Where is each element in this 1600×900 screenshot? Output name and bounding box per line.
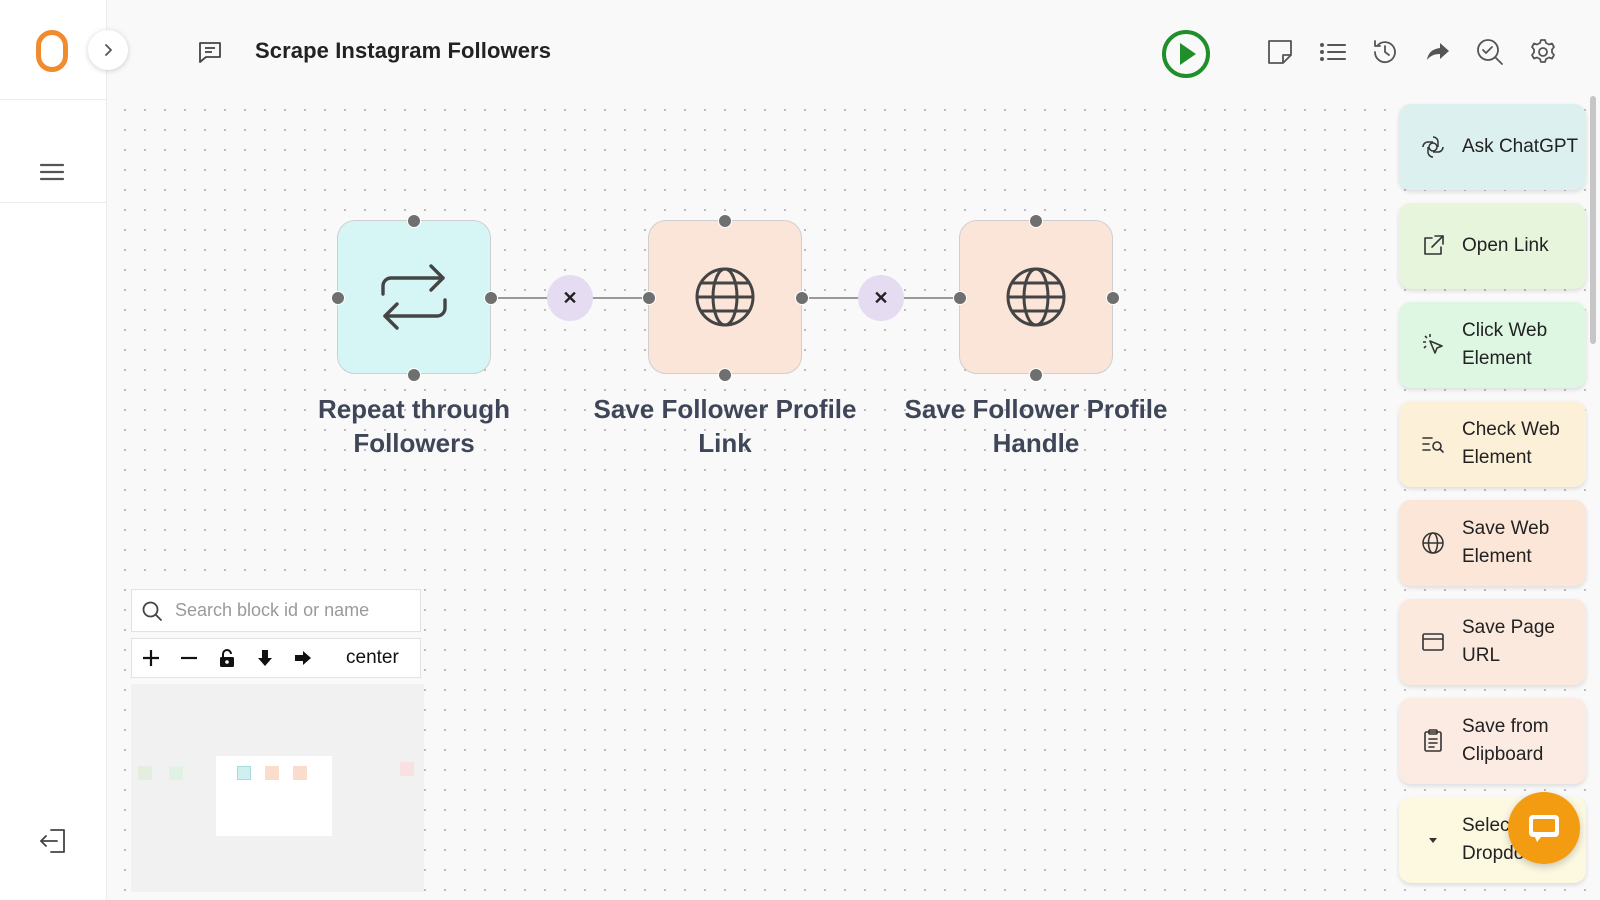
palette-save-web-element[interactable]: Save Web Element xyxy=(1399,500,1586,586)
zoom-out-button[interactable] xyxy=(170,639,208,677)
remove-edge-button[interactable]: ✕ xyxy=(547,275,593,321)
palette-check-web-element[interactable]: Check Web Element xyxy=(1399,401,1586,487)
node-handle[interactable] xyxy=(642,291,656,305)
window-icon xyxy=(1422,633,1444,651)
list-icon[interactable] xyxy=(1318,37,1348,67)
lock-icon xyxy=(220,649,234,667)
arrow-down-icon xyxy=(258,650,272,666)
palette-save-page-url[interactable]: Save Page URL xyxy=(1399,599,1586,685)
left-sidebar xyxy=(0,0,107,900)
flow-node-save-profile-handle[interactable] xyxy=(959,220,1113,374)
repeat-icon xyxy=(381,264,447,330)
chevron-right-icon xyxy=(105,44,112,56)
clipboard-icon xyxy=(1424,729,1442,752)
top-bar xyxy=(107,0,1600,100)
center-button[interactable]: center xyxy=(346,647,399,668)
comment-icon[interactable] xyxy=(196,38,224,66)
remove-edge-button[interactable]: ✕ xyxy=(858,275,904,321)
plus-icon xyxy=(143,650,159,666)
chat-icon xyxy=(1529,815,1559,842)
node-handle[interactable] xyxy=(718,368,732,382)
arrow-right-icon xyxy=(295,651,311,665)
openai-icon xyxy=(1422,136,1444,158)
search-input[interactable] xyxy=(175,600,415,621)
palette-label: Check Web Element xyxy=(1462,419,1560,468)
minimap-block xyxy=(169,766,183,780)
node-handle[interactable] xyxy=(407,214,421,228)
minimap[interactable] xyxy=(131,684,424,892)
arrange-down-button[interactable] xyxy=(246,639,284,677)
node-handle[interactable] xyxy=(1029,368,1043,382)
flow-node-repeat[interactable] xyxy=(337,220,491,374)
palette-label: Save Page URL xyxy=(1462,617,1555,666)
flow-title[interactable]: Scrape Instagram Followers xyxy=(255,38,552,63)
logout-icon[interactable] xyxy=(38,826,68,856)
palette-label: Click Web Element xyxy=(1462,320,1548,369)
zoom-in-button[interactable] xyxy=(132,639,170,677)
lock-canvas-button[interactable] xyxy=(208,639,246,677)
minus-icon xyxy=(181,656,197,660)
play-icon xyxy=(1162,30,1210,78)
sidebar-divider xyxy=(0,202,106,203)
check-search-icon[interactable] xyxy=(1475,37,1505,67)
node-handle[interactable] xyxy=(953,291,967,305)
globe-icon xyxy=(695,267,755,327)
node-handle[interactable] xyxy=(1106,291,1120,305)
palette-label: Save Web Element xyxy=(1462,518,1550,567)
palette-ask-chatgpt[interactable]: Ask ChatGPT xyxy=(1399,104,1586,190)
palette-label: Save from Clipboard xyxy=(1462,716,1549,765)
share-icon[interactable] xyxy=(1423,37,1453,67)
palette-open-link[interactable]: Open Link xyxy=(1399,203,1586,289)
palette-click-web-element[interactable]: Click Web Element xyxy=(1399,302,1586,388)
minimap-block xyxy=(237,766,251,780)
node-handle[interactable] xyxy=(331,291,345,305)
node-label[interactable]: Save Follower Profile Link xyxy=(593,394,857,458)
node-label[interactable]: Repeat through Followers xyxy=(317,394,511,458)
cursor-click-icon xyxy=(1423,334,1443,354)
minimap-block xyxy=(400,762,414,776)
external-link-icon xyxy=(1424,235,1444,255)
node-handle[interactable] xyxy=(718,214,732,228)
sidebar-divider xyxy=(0,99,106,100)
close-icon: ✕ xyxy=(562,287,578,308)
node-handle[interactable] xyxy=(795,291,809,305)
close-icon: ✕ xyxy=(873,287,889,308)
flow-node-save-profile-link[interactable] xyxy=(648,220,802,374)
app-logo[interactable] xyxy=(36,30,68,72)
caret-down-icon xyxy=(1429,838,1437,843)
node-handle[interactable] xyxy=(1029,214,1043,228)
palette-save-from-clipboard[interactable]: Save from Clipboard xyxy=(1399,698,1586,784)
gear-icon[interactable] xyxy=(1528,37,1558,67)
run-flow-button[interactable] xyxy=(1160,28,1212,80)
arrange-right-button[interactable] xyxy=(284,639,322,677)
canvas-controls: center xyxy=(131,638,421,678)
sticky-note-icon[interactable] xyxy=(1265,37,1295,67)
minimap-block xyxy=(265,766,279,780)
node-handle[interactable] xyxy=(407,368,421,382)
search-list-icon xyxy=(1422,437,1444,453)
palette-scrollbar[interactable] xyxy=(1590,96,1596,344)
chat-support-button[interactable] xyxy=(1508,792,1580,864)
search-icon xyxy=(142,601,162,621)
palette-label: Open Link xyxy=(1462,235,1549,256)
flow-canvas[interactable] xyxy=(107,0,1600,900)
history-icon[interactable] xyxy=(1370,37,1400,67)
hamburger-menu-icon[interactable] xyxy=(38,160,66,184)
node-label[interactable]: Save Follower Profile Handle xyxy=(904,394,1168,458)
node-handle[interactable] xyxy=(484,291,498,305)
expand-sidebar-button[interactable] xyxy=(88,30,128,70)
palette-label: Ask ChatGPT xyxy=(1462,136,1579,157)
minimap-block xyxy=(293,766,307,780)
block-search xyxy=(131,589,421,632)
globe-icon xyxy=(1006,267,1066,327)
globe-icon xyxy=(1422,532,1444,554)
minimap-block xyxy=(138,766,152,780)
block-palette: Ask ChatGPT Open Link Click Web Element … xyxy=(1396,94,1596,900)
